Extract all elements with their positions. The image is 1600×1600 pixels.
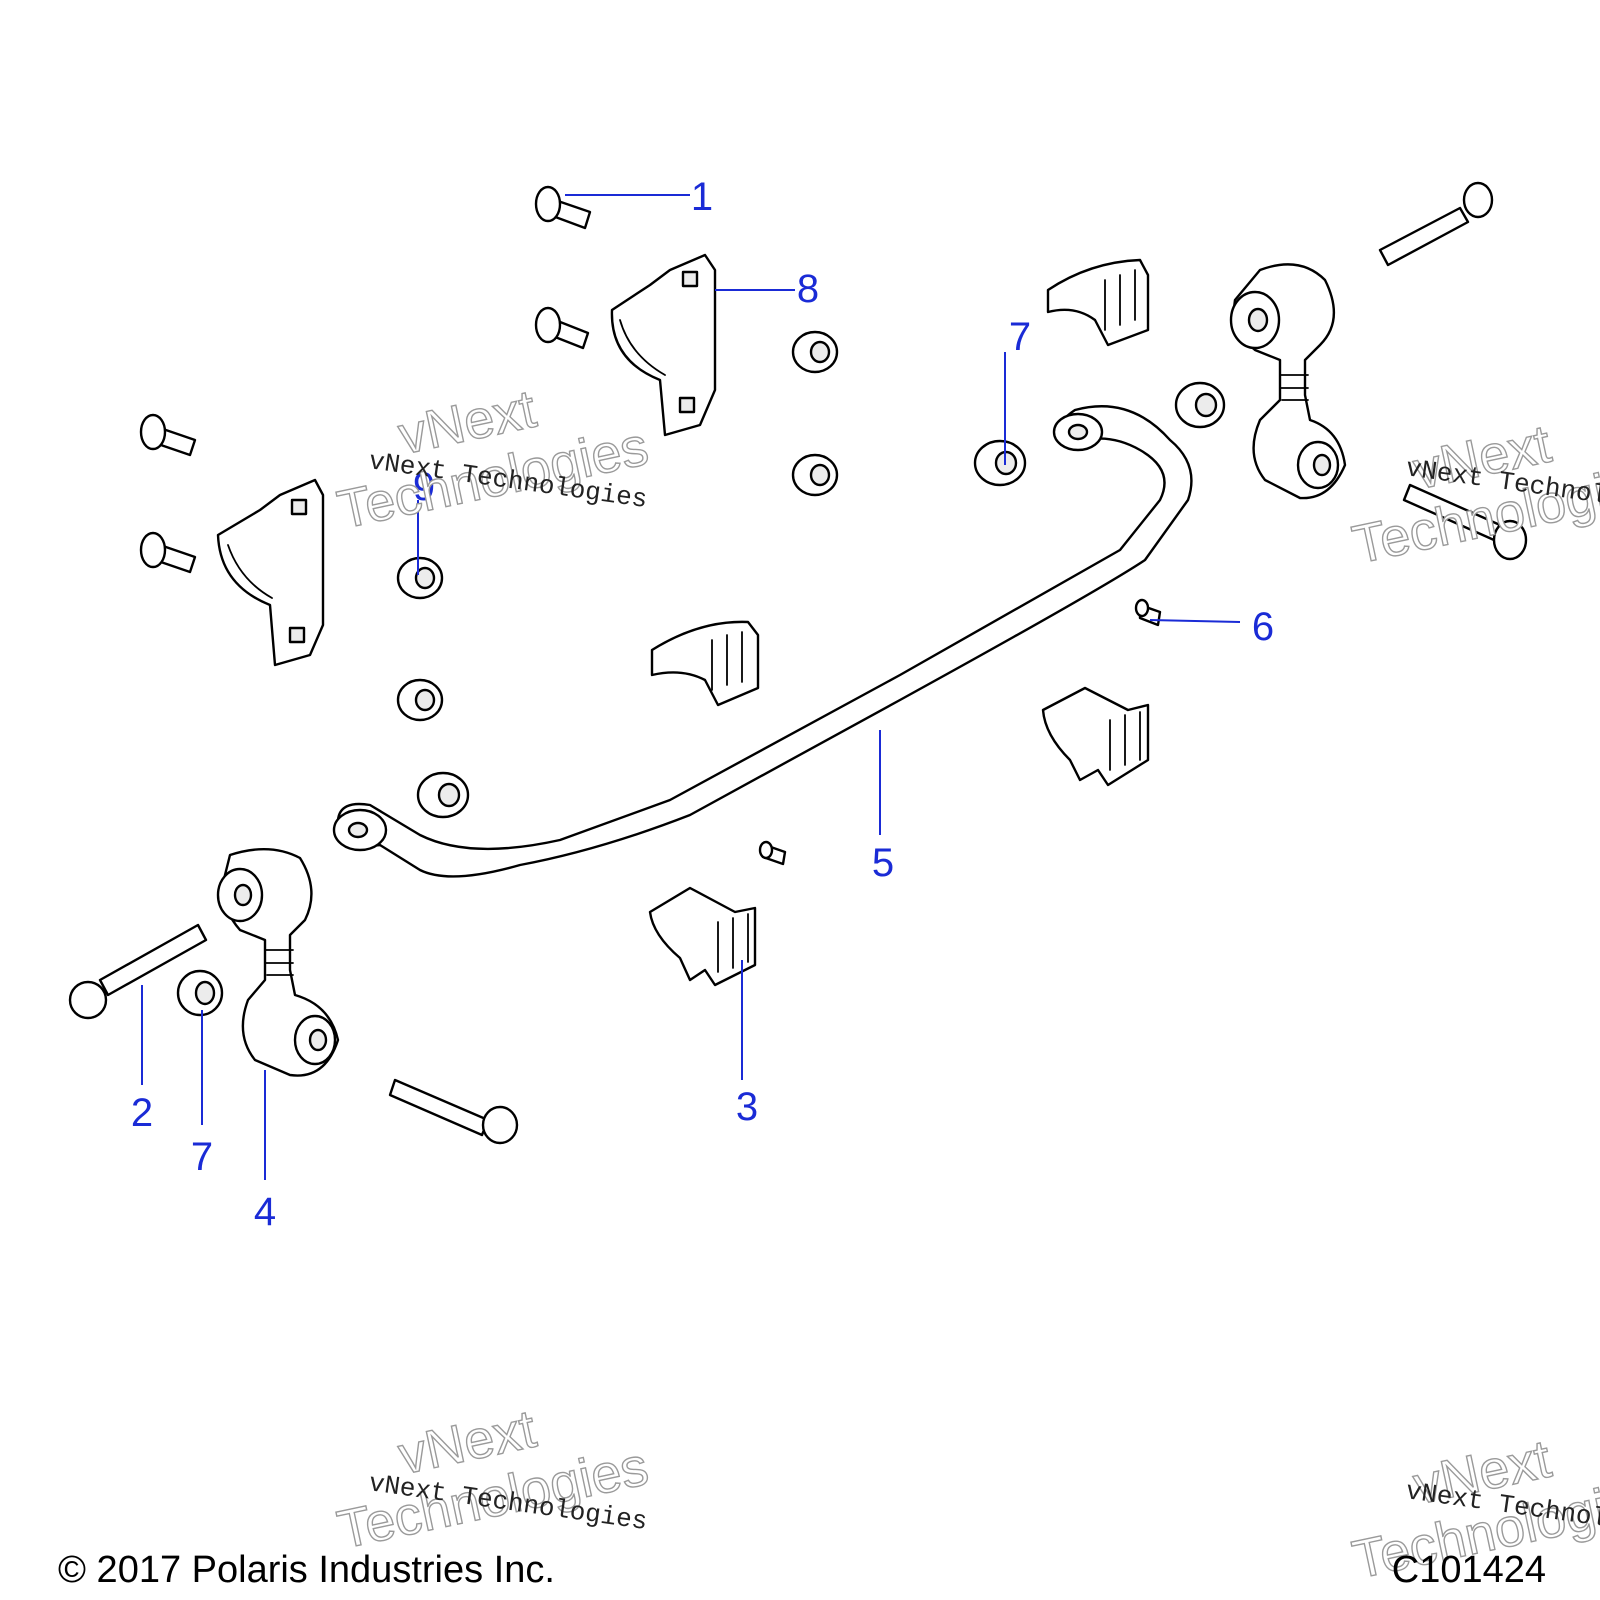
bolt-small-left-bottom [139, 531, 197, 574]
callout-6: 6 [1252, 605, 1274, 649]
callout-5: 5 [872, 841, 894, 885]
callout-8: 8 [797, 267, 819, 311]
stabilizer-bar [332, 405, 1193, 878]
bushing-top-right [1046, 258, 1150, 347]
bolt-long-right-bottom [1402, 483, 1528, 561]
callout-labels: 1 2 3 4 5 6 7 7 8 9 [131, 175, 1274, 1234]
grease-fitting-right [1134, 598, 1162, 627]
bolt-small-top [534, 185, 592, 230]
diagram-code: C101424 [1392, 1549, 1546, 1591]
grommet-right-link [1174, 381, 1226, 429]
callout-1: 1 [691, 175, 713, 219]
grommet-left-mid [396, 678, 444, 722]
end-link-right [1229, 263, 1347, 500]
grommet-top-right-1 [791, 330, 839, 374]
callout-9: 9 [413, 465, 435, 509]
bolt-long-bottom [388, 1078, 519, 1145]
grommet-7-left [176, 969, 224, 1017]
bolt-long-left [68, 923, 208, 1020]
callout-4: 4 [254, 1190, 276, 1234]
grommet-9 [396, 556, 444, 600]
callout-7a: 7 [1009, 315, 1031, 359]
callout-7b: 7 [191, 1135, 213, 1179]
bushing-bottom [648, 886, 757, 987]
grommet-7-right [973, 439, 1027, 487]
grease-fitting-left [758, 840, 787, 866]
bolt-small-left-top [139, 413, 197, 457]
bushing-mid [650, 620, 760, 707]
grommet-top-right-2 [791, 453, 839, 497]
end-link-left [216, 847, 340, 1077]
clamp-bracket-left [216, 478, 325, 667]
callout-3: 3 [736, 1085, 758, 1129]
grommet-left-low [416, 771, 470, 819]
bolt-small-mid [534, 306, 590, 350]
bolt-long-right-top [1378, 181, 1494, 267]
leader-lines [141, 194, 1241, 1180]
bushing-right-lower [1041, 686, 1150, 787]
copyright-text: © 2017 Polaris Industries Inc. [58, 1549, 555, 1591]
clamp-bracket-top [610, 253, 717, 437]
callout-2: 2 [131, 1091, 153, 1135]
